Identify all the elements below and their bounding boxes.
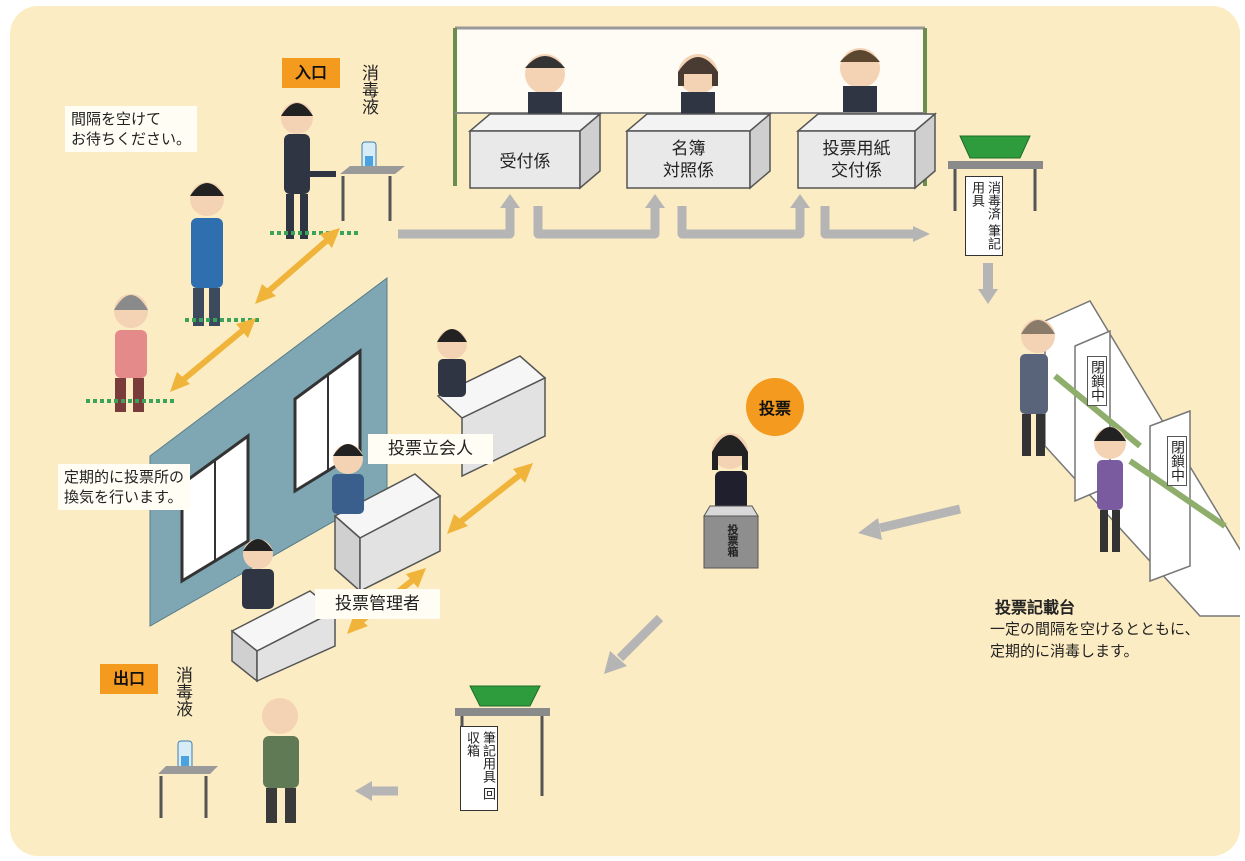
vote-circle: 投票 [746,378,804,436]
officials [242,329,467,609]
reception-staff [525,48,880,114]
flow-arrowheads-top [500,194,998,304]
voter [703,433,759,569]
booth-closed-sign-2: 閉鎖中 [1167,436,1187,486]
booth-closed-sign-1: 閉鎖中 [1087,356,1107,406]
polling-station-diagram: 入口 消毒液 間隔を空けて お待ちください。 定期的に投票所の 換気を行います。… [10,6,1240,856]
booth-voters [1020,319,1126,552]
entrance-disinfectant-label: 消毒液 [358,64,378,115]
return-pens-bottom: 回収箱 [464,731,495,801]
voting-booths [1044,300,1240,617]
exiting-person [262,698,299,823]
entrance-tag: 入口 [282,58,340,88]
pen-tray-clean [948,135,1043,211]
counter-boxes [467,112,938,190]
counter-reception-label: 受付係 [499,152,551,172]
return-pens-card: 筆記用具 回収箱 [460,726,498,811]
exit-tag: 出口 [100,664,158,694]
spacing-note: 間隔を空けて お待ちください。 [65,106,198,152]
witness-label: 投票立会人 [368,434,493,464]
flow-arrows-lower [355,504,962,801]
clean-pens-card: 消毒済 筆記用具 [965,176,1003,256]
return-pens-top: 筆記用具 [480,731,495,783]
counter-ballot-issue-label: 投票用紙 交付係 [822,139,891,181]
flow-arrows-top [398,206,915,239]
manager-label: 投票管理者 [315,589,440,619]
clean-pens-bottom: 筆記用具 [969,181,1000,251]
ballot-box-label: 投票箱 [726,524,739,557]
disinfectant-table-exit [158,740,218,818]
official-desks [230,355,547,683]
exit-disinfectant-label: 消毒液 [172,666,192,717]
disinfectant-table-entrance [340,141,405,221]
counter-registry-label: 名簿 対照係 [663,139,714,181]
writing-table-title: 投票記載台 [995,598,1076,617]
ventilation-note: 定期的に投票所の 換気を行います。 [58,464,191,510]
writing-table-description: 一定の間隔を空けるとともに、 定期的に消毒します。 [990,620,1200,660]
waiting-people [86,102,360,412]
clean-pens-top: 消毒済 [985,181,1000,220]
